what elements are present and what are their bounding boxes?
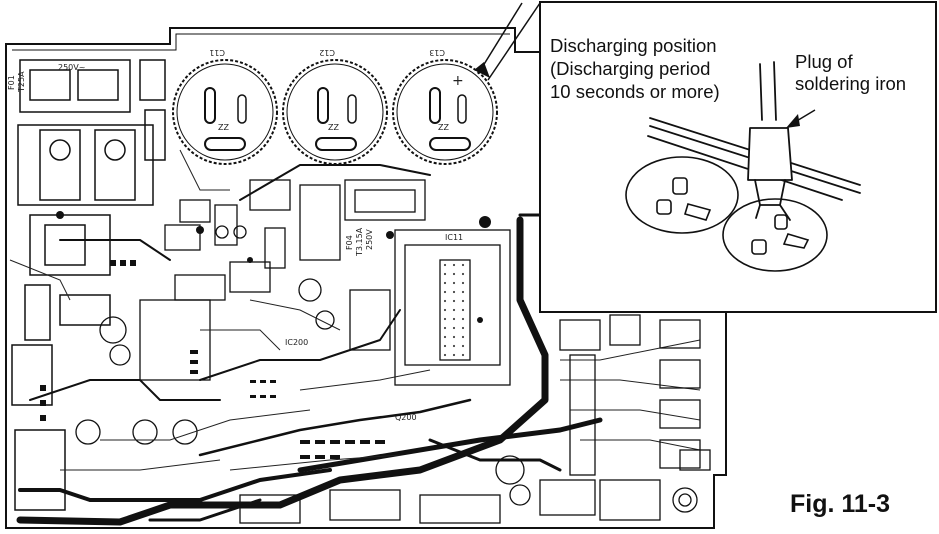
svg-text:ZZ: ZZ [438,123,449,132]
svg-text:+: + [452,73,464,89]
plug-line-2: soldering iron [795,73,906,94]
terminal-left [625,156,739,234]
right-connectors [239,314,711,524]
chip-ic200-label: IC200 [285,338,308,347]
thick-traces [16,164,603,526]
fuse-t25a-label: T25A [17,71,26,93]
discharge-line-2: (Discharging period [550,58,710,79]
terminal-right [722,198,828,272]
chip-ic11-label: IC11 [445,233,463,242]
plug-illustration [647,61,861,221]
figure-label: Fig. 11-3 [790,490,891,518]
fuse-f04-label: F04 [345,235,354,250]
cap-c13-label: C13 [429,48,445,57]
svg-text:ZZ: ZZ [328,123,339,132]
cap-c11-label: C11 [209,48,225,57]
fuse-f01-label: F01 [7,75,16,90]
power-section [11,59,166,511]
middle-components [75,179,698,513]
svg-text:ZZ: ZZ [218,123,229,132]
fuse-250v-label: 250V~ [58,63,85,72]
capacitor-c11: ZZ [172,59,278,165]
discharge-line-1: Discharging position [550,35,717,56]
chip-q200-label: Q200 [395,413,417,422]
plug-line-1: Plug of [795,51,853,72]
component-speckle [40,211,491,459]
thin-traces [9,149,701,471]
fuse-t315a-label: T3.15A [355,227,364,257]
cap-c12-label: C12 [319,48,335,57]
capacitor-c13: ZZ + [392,59,498,165]
capacitor-c12: ZZ [282,59,388,165]
fuse-250v-2-label: 250V [365,229,374,250]
discharge-line-3: 10 seconds or more) [550,81,720,102]
